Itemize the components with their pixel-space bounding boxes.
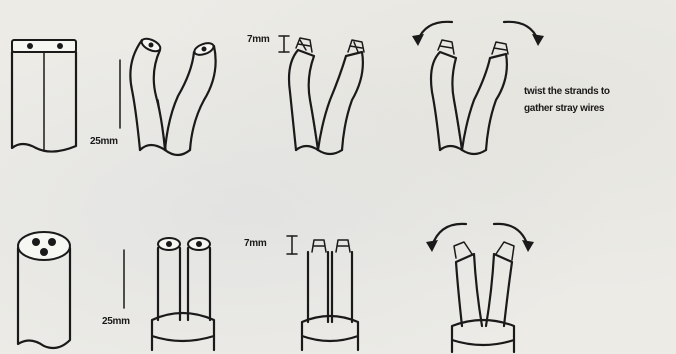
twist-arrow-icon <box>412 22 544 46</box>
row2-strip-length-label: 25mm <box>102 316 130 327</box>
row2-tip-length-marker <box>287 236 297 254</box>
row2-step1-round-cable <box>18 232 70 348</box>
row2-step3-bared-tips <box>302 240 358 350</box>
row1-step4-twist <box>431 40 508 154</box>
note-line-1: twist the strands to <box>524 86 610 97</box>
row1-step3-bared-tips <box>289 38 364 154</box>
row1-tip-length-label: 7mm <box>247 34 269 45</box>
row1-strip-length-label: 25mm <box>90 136 118 147</box>
row2-step4-twist <box>452 242 514 352</box>
row1-step2-split-cores <box>130 36 215 155</box>
row2-twist-arrows <box>426 224 534 252</box>
row1-step1-flat-cable <box>12 40 76 152</box>
row1-tip-length-marker <box>279 36 289 52</box>
row2-step2-stripped <box>152 238 214 350</box>
row2-tip-length-label: 7mm <box>244 238 266 249</box>
note-line-2: gather stray wires <box>524 103 604 114</box>
